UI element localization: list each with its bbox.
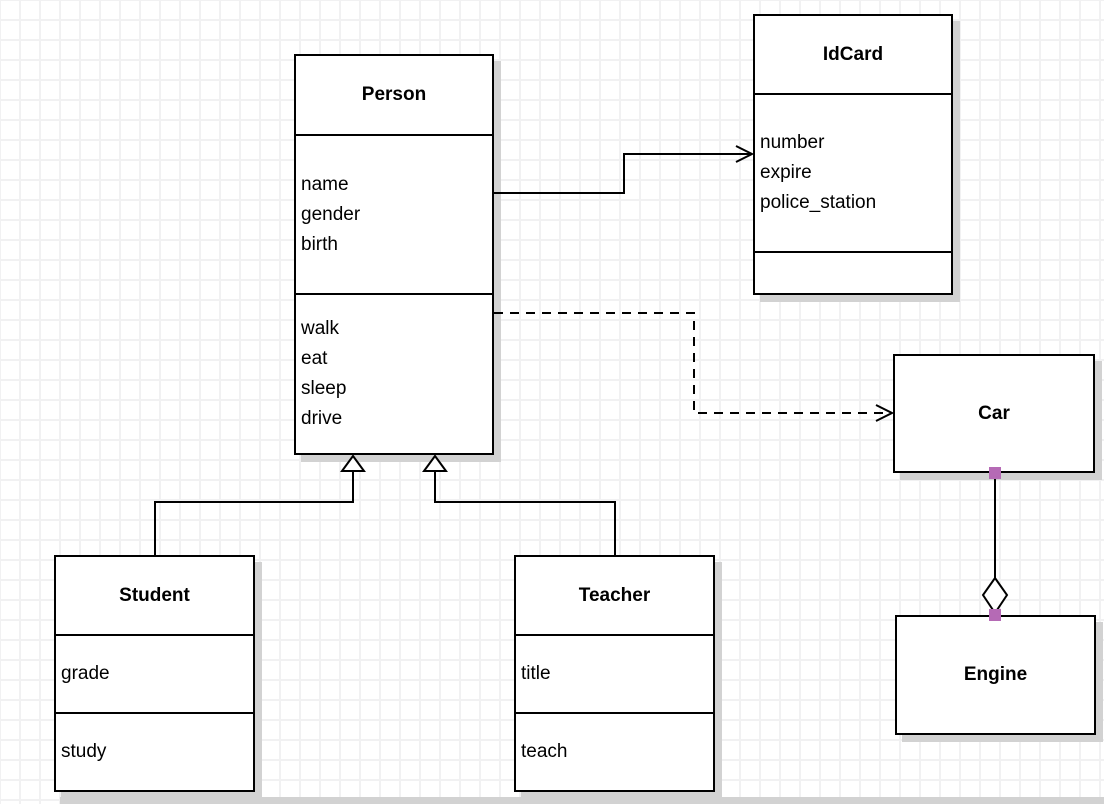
class-box-idcard[interactable]: IdCard number expire police_station xyxy=(753,14,953,295)
attribute-row: police_station xyxy=(760,192,877,213)
methods-section-person: walk eat sleep drive xyxy=(296,295,492,453)
method-row: teach xyxy=(521,741,568,762)
class-title-car: Car xyxy=(978,402,1010,424)
class-title-teacher: Teacher xyxy=(516,557,713,636)
open-arrowhead-icon xyxy=(875,404,895,422)
method-row: walk xyxy=(301,318,340,339)
attribute-row: name xyxy=(301,173,349,195)
attribute-row: grade xyxy=(61,663,110,684)
hollow-triangle-icon xyxy=(422,454,448,472)
hollow-diamond-icon xyxy=(981,576,1009,615)
class-box-student[interactable]: Student grade study xyxy=(54,555,255,792)
class-title-engine: Engine xyxy=(963,664,1028,685)
class-title-student: Student xyxy=(56,557,253,636)
connector-person-idcard-association[interactable] xyxy=(494,145,755,194)
class-box-person[interactable]: Person name gender birth walk eat sleep … xyxy=(294,54,494,455)
methods-section-student: study xyxy=(56,714,253,790)
methods-section-idcard xyxy=(755,253,951,293)
attributes-section-teacher: title xyxy=(516,636,713,714)
class-title-idcard: IdCard xyxy=(755,16,951,95)
open-arrowhead-icon xyxy=(735,145,755,163)
class-title-person: Person xyxy=(296,56,492,136)
methods-section-teacher: teach xyxy=(516,714,713,790)
connector-person-car-dependency[interactable] xyxy=(494,312,895,422)
attributes-section-student: grade xyxy=(56,636,253,714)
method-row: drive xyxy=(301,408,343,429)
attribute-row: title xyxy=(521,663,551,684)
attributes-section-idcard: number expire police_station xyxy=(755,95,951,253)
hollow-triangle-icon xyxy=(340,454,366,472)
attribute-row: number xyxy=(760,132,825,153)
connector-teacher-person-generalization[interactable] xyxy=(422,454,616,556)
method-row: eat xyxy=(301,348,328,369)
connector-car-engine-aggregation[interactable] xyxy=(981,467,1009,621)
class-box-engine[interactable]: Engine xyxy=(895,615,1096,735)
class-box-teacher[interactable]: Teacher title teach xyxy=(514,555,715,792)
attribute-row: birth xyxy=(301,233,338,255)
canvas-edge-shadow xyxy=(60,797,1104,804)
method-row: sleep xyxy=(301,378,347,399)
attribute-row: gender xyxy=(301,203,361,225)
connector-student-person-generalization[interactable] xyxy=(154,454,366,556)
attribute-row: expire xyxy=(760,162,812,183)
attributes-section-person: name gender birth xyxy=(296,136,492,295)
class-box-car[interactable]: Car xyxy=(893,354,1095,473)
method-row: study xyxy=(61,741,107,762)
